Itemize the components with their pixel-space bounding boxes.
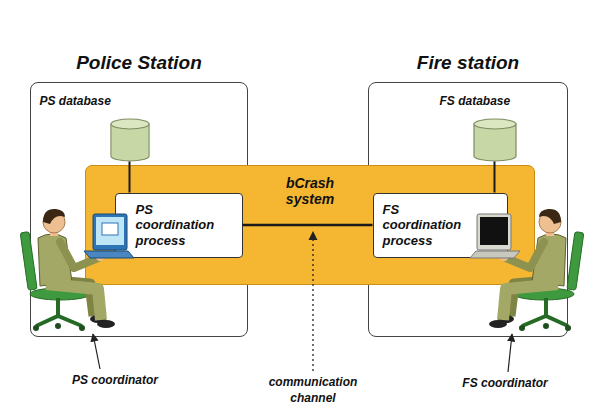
leader-line <box>312 232 313 371</box>
callout-label: PS coordinator <box>72 373 158 389</box>
database-cylinder: FS database <box>473 118 517 162</box>
cylinder-outline <box>473 118 517 162</box>
process-label: PS coordination process <box>136 202 215 249</box>
database-label: PS database <box>40 94 111 108</box>
leader-line <box>508 334 512 372</box>
process-label: FS coordination process <box>383 202 462 249</box>
leader-line <box>93 334 100 369</box>
fs-coordinator-figure <box>470 209 584 331</box>
database-label: FS database <box>440 94 511 108</box>
cylinder-outline <box>110 118 150 162</box>
ps-laptop <box>84 214 134 258</box>
station-title: Police Station <box>31 52 247 74</box>
fs-laptop <box>470 214 520 258</box>
database-cylinder: PS database <box>110 118 150 162</box>
process-box: PS coordination process <box>115 193 243 258</box>
connector-line <box>494 162 496 193</box>
ps-coordinator-figure <box>20 209 134 331</box>
station-title: Fire station <box>369 52 567 74</box>
connector-line <box>129 162 131 193</box>
system-label: bCrash system <box>286 175 334 207</box>
callout-label: communication channel <box>269 375 358 406</box>
connector-line <box>243 224 373 227</box>
callout-label: FS coordinator <box>462 376 547 392</box>
